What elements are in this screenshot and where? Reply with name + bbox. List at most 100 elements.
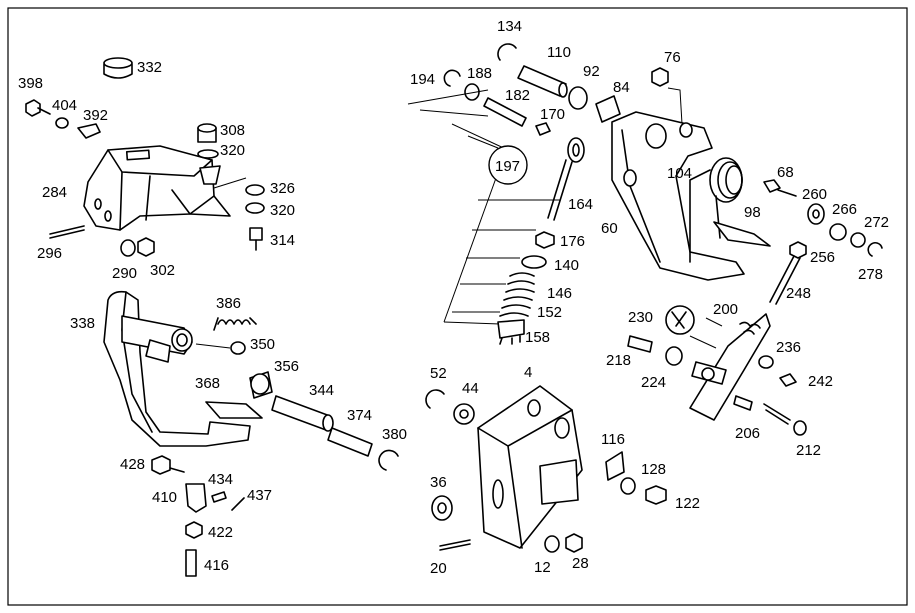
callout-374: 374 xyxy=(347,407,372,424)
callout-122: 122 xyxy=(675,495,700,512)
bolt-part-242 xyxy=(779,373,797,387)
callout-212: 212 xyxy=(796,442,821,459)
callout-218: 218 xyxy=(606,352,631,369)
callout-44: 44 xyxy=(462,380,479,397)
pedal-part-60 xyxy=(611,111,745,281)
callout-52: 52 xyxy=(430,365,447,382)
callout-368: 368 xyxy=(195,375,220,392)
bracket-group xyxy=(425,385,667,553)
pin-part-374 xyxy=(327,427,373,457)
plate-part-116 xyxy=(605,451,625,481)
callout-256: 256 xyxy=(810,249,835,266)
callout-266: 266 xyxy=(832,201,857,218)
washer-part-12 xyxy=(544,535,560,553)
callout-188: 188 xyxy=(467,65,492,82)
washer-part-404 xyxy=(55,117,69,129)
clip-part-52 xyxy=(425,389,445,409)
rod-part-164 xyxy=(547,159,567,219)
callout-170: 170 xyxy=(540,106,565,123)
callout-92: 92 xyxy=(583,63,600,80)
callout-labels: 332 398 404 392 308 320 284 326 320 314 … xyxy=(18,18,889,577)
callout-308: 308 xyxy=(220,122,245,139)
circlip-part-134 xyxy=(497,43,517,61)
callout-296: 296 xyxy=(37,245,62,262)
callout-332: 332 xyxy=(137,59,162,76)
callout-110: 110 xyxy=(547,44,571,61)
callout-284: 284 xyxy=(42,184,67,201)
pad-plate xyxy=(205,401,263,419)
housing-group xyxy=(25,57,265,257)
callout-98: 98 xyxy=(744,204,761,221)
part-170 xyxy=(535,122,551,136)
callout-197: 197 xyxy=(495,158,520,175)
pin-part-344 xyxy=(271,395,331,431)
bushing-part-84 xyxy=(595,95,621,123)
callout-386: 386 xyxy=(216,295,241,312)
bolt-part-428 xyxy=(151,455,171,475)
washer-part-272 xyxy=(850,232,866,248)
callout-200: 200 xyxy=(713,301,738,318)
bolt-part-314 xyxy=(249,227,263,241)
clip-part-392 xyxy=(77,123,101,139)
washer-part-140 xyxy=(521,255,547,269)
pedal-group-right xyxy=(611,67,883,305)
callout-164: 164 xyxy=(568,196,593,213)
bushing-part-92 xyxy=(568,86,588,110)
callout-278: 278 xyxy=(858,266,883,283)
nut-part-28 xyxy=(565,533,583,553)
cylinder-part-200 xyxy=(689,313,771,421)
bolt-part-122 xyxy=(645,485,667,505)
callout-314: 314 xyxy=(270,232,295,249)
callout-152: 152 xyxy=(537,304,562,321)
nut-part-302 xyxy=(137,237,155,257)
callout-410: 410 xyxy=(152,489,177,506)
clip-part-194 xyxy=(443,69,461,87)
fitting-part-206 xyxy=(733,395,753,411)
callout-422: 422 xyxy=(208,524,233,541)
callout-356: 356 xyxy=(274,358,299,375)
callout-194: 194 xyxy=(410,71,435,88)
callout-242: 242 xyxy=(808,373,833,390)
callout-236: 236 xyxy=(776,339,801,356)
callout-380: 380 xyxy=(382,426,407,443)
callout-416: 416 xyxy=(204,557,229,574)
part-218 xyxy=(627,335,653,353)
callout-344: 344 xyxy=(309,382,334,399)
pedal-part-338 xyxy=(103,290,251,447)
callout-206: 206 xyxy=(735,425,760,442)
callout-326: 326 xyxy=(270,180,295,197)
grommet-part-350 xyxy=(230,341,246,355)
washer-part-266 xyxy=(829,223,847,241)
callout-68: 68 xyxy=(777,164,794,181)
callout-4: 4 xyxy=(524,364,532,381)
stud-part-296 xyxy=(49,225,85,235)
diagram-frame xyxy=(7,7,908,606)
callout-12: 12 xyxy=(534,559,551,576)
pin-part-182 xyxy=(483,97,527,127)
callout-230: 230 xyxy=(628,309,653,326)
callout-428: 428 xyxy=(120,456,145,473)
callout-104: 104 xyxy=(667,165,692,182)
bolt-part-68 xyxy=(763,179,781,193)
circlip-part-278 xyxy=(867,242,883,257)
callout-302: 302 xyxy=(150,262,175,279)
callout-182: 182 xyxy=(505,87,530,104)
callout-260: 260 xyxy=(802,186,827,203)
nut-part-422 xyxy=(185,521,203,539)
nut-part-76 xyxy=(651,67,669,87)
washer-part-320a xyxy=(197,149,219,159)
callout-248: 248 xyxy=(786,285,811,302)
shaft-group xyxy=(407,43,621,345)
part-212 xyxy=(763,403,791,421)
washer-part-128 xyxy=(620,477,636,495)
callout-76: 76 xyxy=(664,49,681,66)
pad-part-98 xyxy=(713,221,771,247)
callout-60: 60 xyxy=(601,220,618,237)
callout-158: 158 xyxy=(525,329,550,346)
stud-part-20 xyxy=(439,539,471,547)
callout-176: 176 xyxy=(560,233,585,250)
callout-134: 134 xyxy=(497,18,522,35)
spring-part-386 xyxy=(217,319,251,325)
callout-84: 84 xyxy=(613,79,630,96)
